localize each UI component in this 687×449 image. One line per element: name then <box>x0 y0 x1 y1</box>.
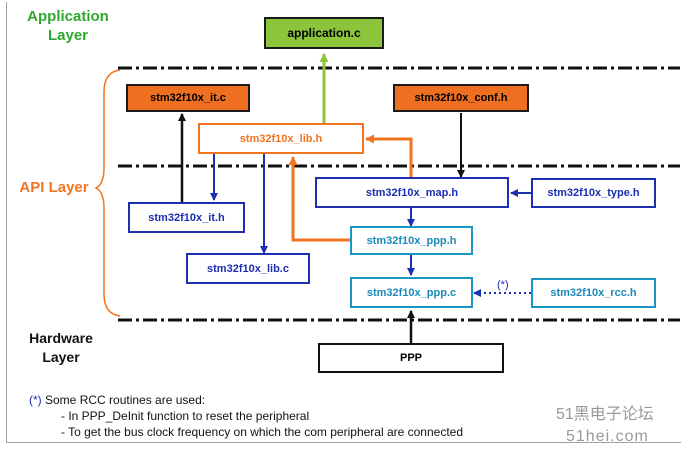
box-map-h: stm32f10x_map.h <box>315 177 509 208</box>
box-lib-c: stm32f10x_lib.c <box>186 253 310 284</box>
box-application-c: application.c <box>264 17 384 49</box>
api-layer-brace <box>94 69 121 317</box>
box-ppp: PPP <box>318 343 504 373</box>
footnote-line3: - To get the bus clock frequency on whic… <box>61 425 464 439</box>
application-layer-label: Application Layer <box>18 7 118 45</box>
box-lib-h: stm32f10x_lib.h <box>198 123 364 154</box>
watermark-line1: 51黑电子论坛 <box>556 406 654 423</box>
application-layer-label-line1: Application <box>27 8 109 25</box>
rcc-footnote-marker: (*) <box>497 279 509 291</box>
box-conf-h: stm32f10x_conf.h <box>393 84 529 112</box>
api-layer-label: API Layer <box>19 179 89 196</box>
hardware-layer-label-line1: Hardware <box>29 330 93 346</box>
application-layer-label-line2: Layer <box>47 27 89 44</box>
box-rcc-h: stm32f10x_rcc.h <box>531 278 656 308</box>
box-ppp-c: stm32f10x_ppp.c <box>350 277 473 308</box>
hardware-layer-label: Hardware Layer <box>16 329 106 367</box>
footnote-line1: (*) Some RCC routines are used: <box>29 393 205 407</box>
box-it-c: stm32f10x_it.c <box>126 84 250 112</box>
arrow-ppp-h-to-lib-h <box>288 156 350 242</box>
footnote-star: (*) <box>29 393 42 407</box>
hardware-layer-label-line2: Layer <box>42 349 80 365</box>
box-type-h: stm32f10x_type.h <box>531 178 656 208</box>
box-ppp-h: stm32f10x_ppp.h <box>350 226 473 255</box>
footnote-line1-text: Some RCC routines are used: <box>41 393 206 407</box>
arrow-conf-h-to-lib-h <box>365 134 413 177</box>
footnote-line2: - In PPP_DeInit function to reset the pe… <box>61 409 310 423</box>
diagram-frame <box>6 2 681 443</box>
watermark-line2: 51hei.com <box>566 428 649 445</box>
box-it-h: stm32f10x_it.h <box>128 202 245 233</box>
